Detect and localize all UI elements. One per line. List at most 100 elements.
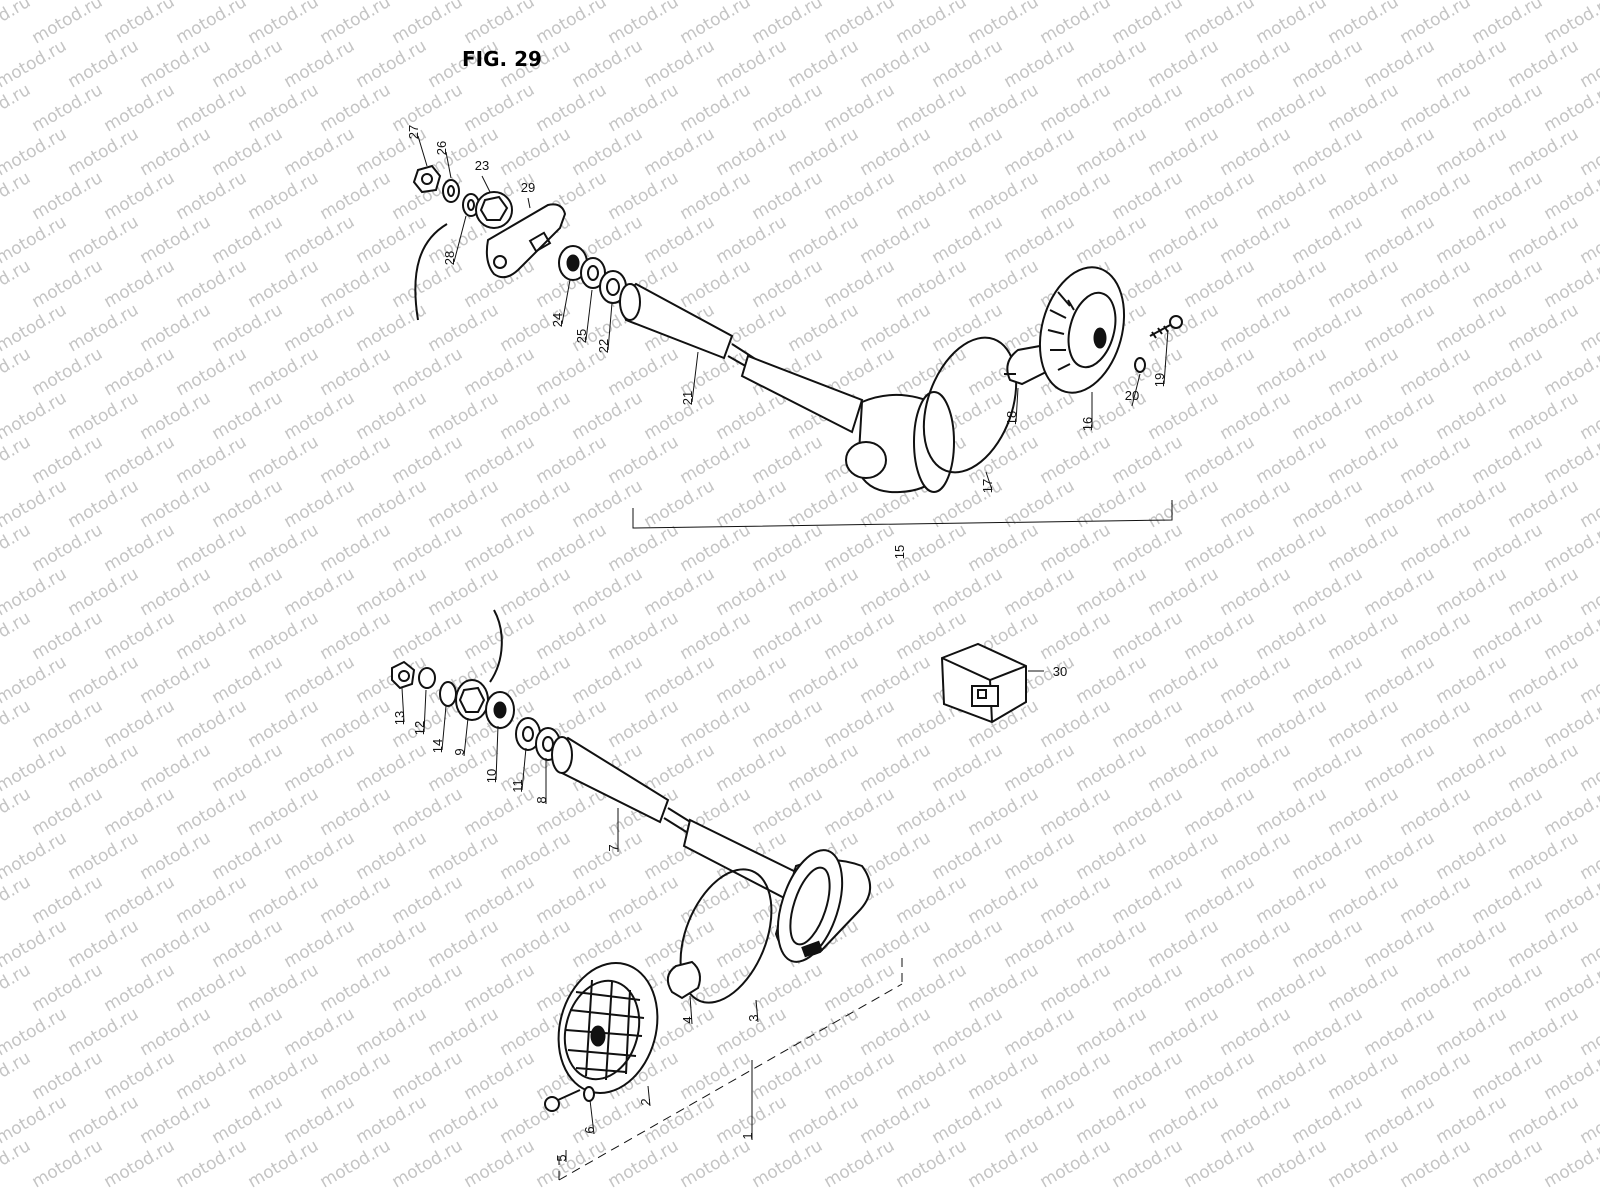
watermark-text: motod.ru (1289, 388, 1367, 444)
watermark-text: motod.ru (389, 0, 467, 48)
watermark-text: motod.ru (641, 212, 719, 268)
watermark-text: motod.ru (749, 1048, 827, 1104)
watermark-text: motod.ru (713, 388, 791, 444)
watermark-text: motod.ru (389, 1136, 467, 1192)
watermark-text: motod.ru (1181, 696, 1259, 752)
watermark-text: motod.ru (1325, 344, 1403, 400)
watermark-text: motod.ru (65, 1004, 143, 1060)
watermark-text: motod.ru (1217, 124, 1295, 180)
watermark-text: motod.ru (785, 300, 863, 356)
part-label-8: 8 (534, 796, 549, 803)
watermark-text: motod.ru (605, 1136, 683, 1192)
watermark-text: motod.ru (209, 564, 287, 620)
watermark-text: motod.ru (1289, 212, 1367, 268)
watermark-text: motod.ru (569, 124, 647, 180)
watermark-text: motod.ru (137, 564, 215, 620)
watermark-text: motod.ru (65, 916, 143, 972)
watermark-text: motod.ru (1217, 1092, 1295, 1148)
watermark-text: motod.ru (1073, 740, 1151, 796)
watermark-text: motod.ru (173, 872, 251, 928)
leader-line (401, 687, 405, 723)
watermark-text: motod.ru (281, 916, 359, 972)
leader-line (647, 1085, 651, 1107)
watermark-text: motod.ru (245, 80, 323, 136)
watermark-text: motod.ru (1001, 212, 1079, 268)
watermark-text: motod.ru (1073, 652, 1151, 708)
washer-icon (442, 179, 460, 203)
watermark-text: motod.ru (1397, 0, 1475, 48)
watermark-text: motod.ru (1433, 36, 1511, 92)
watermark-text: motod.ru (785, 564, 863, 620)
watermark-text: motod.ru (1361, 1004, 1439, 1060)
watermark-text: motod.ru (425, 388, 503, 444)
watermark-text: motod.ru (1181, 0, 1259, 48)
watermark-text: motod.ru (1145, 1092, 1223, 1148)
figure-title: FIG. 29 (462, 47, 542, 71)
watermark-text: motod.ru (173, 432, 251, 488)
leader-line (585, 289, 593, 341)
leader-line (521, 747, 527, 791)
watermark-text: motod.ru (1289, 1092, 1367, 1148)
leader-line (1131, 373, 1141, 407)
watermark-text: motod.ru (749, 1136, 827, 1192)
watermark-text: motod.ru (677, 256, 755, 312)
watermark-text: motod.ru (1001, 124, 1079, 180)
watermark-text: motod.ru (209, 212, 287, 268)
watermark-text: motod.ru (1469, 344, 1547, 400)
watermark-text: motod.ru (929, 1004, 1007, 1060)
watermark-text: motod.ru (317, 256, 395, 312)
watermark-text: motod.ru (821, 80, 899, 136)
bracket-icon (485, 203, 567, 279)
watermark-text: motod.ru (1181, 520, 1259, 576)
watermark-text: motod.ru (1037, 168, 1115, 224)
watermark-text: motod.ru (1505, 212, 1583, 268)
part-label-27: 27 (406, 125, 421, 139)
watermark-text: motod.ru (29, 432, 107, 488)
watermark-text: motod.ru (1325, 872, 1403, 928)
watermark-text: motod.ru (173, 80, 251, 136)
watermark-text: motod.ru (29, 696, 107, 752)
watermark-text: motod.ru (1361, 1092, 1439, 1148)
watermark-text: motod.ru (1361, 36, 1439, 92)
watermark-text: motod.ru (209, 916, 287, 972)
watermark-text: motod.ru (821, 1048, 899, 1104)
watermark-text: motod.ru (65, 828, 143, 884)
leader-line (423, 689, 427, 733)
watermark-text: motod.ru (929, 212, 1007, 268)
watermark-text: motod.ru (0, 1004, 70, 1060)
watermark-text: motod.ru (1505, 916, 1583, 972)
watermark-text: motod.ru (0, 740, 70, 796)
watermark-text: motod.ru (1253, 872, 1331, 928)
part-label-2: 2 (638, 1098, 653, 1105)
watermark-text: motod.ru (389, 784, 467, 840)
watermark-text: motod.ru (1433, 916, 1511, 972)
watermark-text: motod.ru (29, 1136, 107, 1192)
watermark-text: motod.ru (317, 784, 395, 840)
leader-line (445, 151, 452, 179)
watermark-text: motod.ru (0, 212, 70, 268)
watermark-text: motod.ru (677, 80, 755, 136)
leader-line (453, 215, 467, 263)
watermark-text: motod.ru (1073, 212, 1151, 268)
watermark-text: motod.ru (1145, 740, 1223, 796)
watermark-text: motod.ru (317, 168, 395, 224)
watermark-text: motod.ru (1217, 1004, 1295, 1060)
watermark-text: motod.ru (1433, 124, 1511, 180)
watermark-text: motod.ru (0, 124, 70, 180)
watermark-text: motod.ru (1109, 168, 1187, 224)
watermark-text: motod.ru (1325, 1136, 1403, 1192)
upper-turn-signal-assembly (412, 164, 1183, 529)
watermark-text: motod.ru (821, 1136, 899, 1192)
watermark-text: motod.ru (1001, 828, 1079, 884)
watermark-text: motod.ru (1469, 80, 1547, 136)
part-label-16: 16 (1080, 417, 1095, 431)
watermark-text: motod.ru (353, 476, 431, 532)
watermark-text: motod.ru (1433, 564, 1511, 620)
watermark-text: motod.ru (1037, 80, 1115, 136)
watermark-text: motod.ru (29, 344, 107, 400)
watermark-text: motod.ru (317, 1136, 395, 1192)
watermark-text: motod.ru (1325, 520, 1403, 576)
watermark-text: motod.ru (713, 36, 791, 92)
watermark-text: motod.ru (749, 696, 827, 752)
watermark-text: motod.ru (1397, 784, 1475, 840)
